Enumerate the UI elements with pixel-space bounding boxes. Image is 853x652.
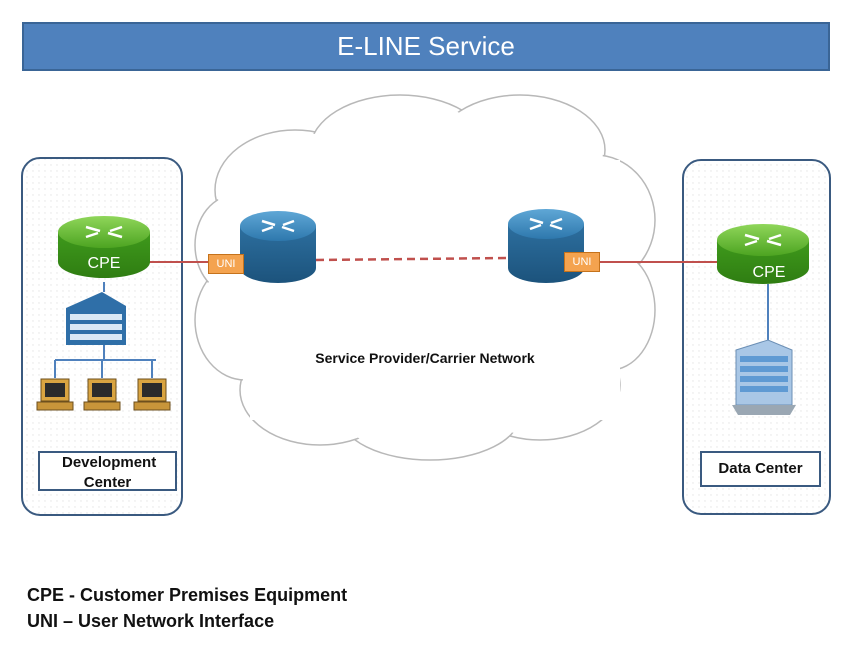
legend-uni: UNI – User Network Interface	[27, 611, 275, 631]
legend-cpe: CPE - Customer Premises Equipment	[27, 585, 348, 605]
carrier-evc-link	[315, 256, 509, 262]
right-cpe-label: CPE	[753, 264, 786, 281]
left-cpe-router-icon: CPE	[58, 216, 150, 278]
right-cpe-router-icon: CPE	[717, 224, 809, 284]
datacenter-building-icon	[732, 339, 796, 415]
computer-icon	[36, 378, 74, 411]
right-site-label: Data Center	[700, 451, 821, 487]
left-uni-tag: UNI	[208, 254, 244, 274]
left-site-label: Development Center	[38, 451, 177, 491]
left-provider-router-icon	[240, 211, 316, 283]
computer-icon	[83, 378, 121, 411]
lan-wiring	[54, 345, 156, 378]
left-cpe-label: CPE	[88, 255, 121, 272]
cloud-fill	[197, 99, 653, 456]
building-icon	[66, 292, 126, 345]
diagram-title: E-LINE Service	[22, 22, 830, 71]
cloud-label: Service Provider/Carrier Network	[315, 350, 535, 366]
computer-icon	[133, 378, 171, 411]
right-uni-tag: UNI	[564, 252, 600, 272]
